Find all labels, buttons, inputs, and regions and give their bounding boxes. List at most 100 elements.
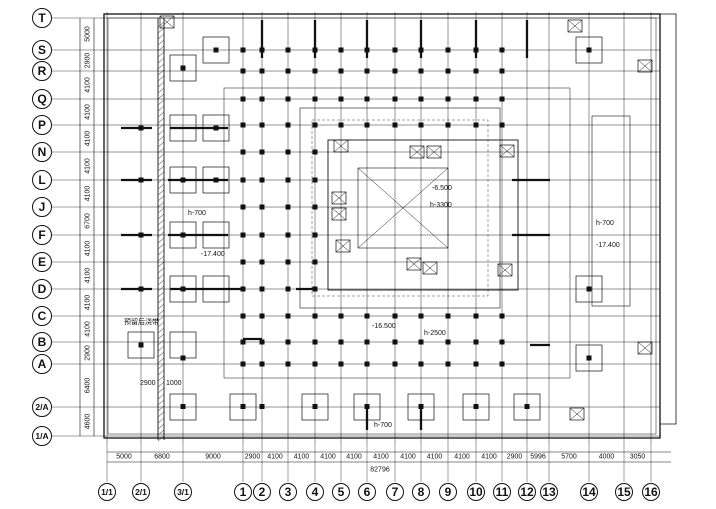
footing-14 xyxy=(301,393,329,421)
column-25 xyxy=(312,96,318,102)
row-spacing-5: 4100 xyxy=(85,158,92,174)
core-opening-x-6-b xyxy=(406,257,422,271)
column-115 xyxy=(586,355,592,361)
column-53 xyxy=(259,204,265,210)
row-label-9: E xyxy=(38,255,46,269)
strip-hatch-60 xyxy=(157,381,165,388)
col-spacing-9: 4100 xyxy=(400,454,416,461)
strip-hatch-12 xyxy=(157,93,165,100)
column-98 xyxy=(445,361,451,367)
row-label-12: B xyxy=(38,335,47,349)
column-95 xyxy=(364,361,370,367)
strip-hatch-41 xyxy=(157,267,165,274)
column-99 xyxy=(473,361,479,367)
strip-hatch-31 xyxy=(157,207,165,214)
col-spacing-8: 4100 xyxy=(373,454,389,461)
column-120 xyxy=(312,404,318,409)
column-32 xyxy=(499,96,505,102)
column-56 xyxy=(240,232,246,238)
strip-hatch-43 xyxy=(157,279,165,286)
strip-hatch-15 xyxy=(157,111,165,118)
row-label-1: S xyxy=(38,43,46,57)
row-label-15: 1/A xyxy=(35,431,48,441)
col-label-8: 6 xyxy=(364,485,371,499)
strip-hatch-19 xyxy=(157,135,165,142)
row-bubble-0 xyxy=(32,8,52,28)
core-pit-wall xyxy=(327,139,519,291)
column-27 xyxy=(364,96,370,102)
strip-hatch-33 xyxy=(157,219,165,226)
column-88 xyxy=(473,339,479,345)
strip-hatch-36 xyxy=(157,237,165,244)
col-bubble-14 xyxy=(518,483,536,501)
strip-hatch-55 xyxy=(157,351,165,358)
footing-21 xyxy=(575,344,603,372)
column-69 xyxy=(259,313,265,319)
col-label-18: 16 xyxy=(644,485,658,499)
column-80 xyxy=(259,339,265,345)
row-label-11: C xyxy=(38,309,47,323)
col-bubble-0 xyxy=(98,483,116,501)
core-opening-3 xyxy=(499,144,515,158)
annotation-h3300: h-3300 xyxy=(430,202,452,209)
col-bubble-4 xyxy=(253,483,271,501)
col-bubble-11 xyxy=(439,483,457,501)
strip-hatch-56 xyxy=(157,357,165,364)
axis-gridlines xyxy=(100,12,660,442)
column-72 xyxy=(338,313,344,319)
col-bubble-5 xyxy=(279,483,297,501)
column-48 xyxy=(240,177,246,183)
core-opening-x-0-b xyxy=(333,139,349,153)
strip-hatch-69 xyxy=(157,435,165,442)
col-label-16: 14 xyxy=(582,485,596,499)
strip-hatch-3 xyxy=(157,39,165,46)
annotation-h700-left: h-700 xyxy=(188,210,206,217)
col-spacing-15: 5700 xyxy=(561,454,577,461)
column-77 xyxy=(473,313,479,319)
corner-opening-x-1-b xyxy=(567,19,583,33)
strip-hatch-39 xyxy=(157,255,165,262)
column-30 xyxy=(445,96,451,102)
column-34 xyxy=(259,122,265,128)
column-113 xyxy=(586,286,592,292)
annotation-elev-core: -6.500 xyxy=(432,185,452,192)
core-opening-x-4-b xyxy=(331,191,347,205)
strip-hatch-62 xyxy=(157,393,165,400)
column-42 xyxy=(473,122,479,128)
row-bubble-12 xyxy=(32,332,52,352)
column-39 xyxy=(392,122,398,128)
column-75 xyxy=(418,313,424,319)
row-spacing-12: 2900 xyxy=(85,345,92,361)
column-51 xyxy=(312,177,318,183)
column-29 xyxy=(418,96,424,102)
column-54 xyxy=(285,204,291,210)
column-50 xyxy=(285,177,291,183)
col-bubble-18 xyxy=(642,483,660,501)
outer-wall xyxy=(103,13,661,439)
col-label-15: 13 xyxy=(542,485,556,499)
row-bubble-10 xyxy=(32,279,52,299)
column-11 xyxy=(240,68,246,74)
footing-17 xyxy=(462,393,490,421)
core-opening-8 xyxy=(497,263,513,277)
column-13 xyxy=(285,68,291,74)
column-36 xyxy=(312,122,318,128)
columns xyxy=(138,47,592,409)
column-100 xyxy=(499,361,505,367)
corner-opening-1 xyxy=(567,19,583,33)
core-opening-4 xyxy=(331,191,347,205)
corner-opening-x-4-b xyxy=(569,407,585,421)
strip-hatch-38 xyxy=(157,249,165,256)
core-opening-x-7-b xyxy=(422,261,438,275)
column-26 xyxy=(338,96,344,102)
strip-hatch-21 xyxy=(157,147,165,154)
column-118 xyxy=(240,404,246,409)
annotation-elev-center: -16.500 xyxy=(372,323,396,330)
corner-opening-0 xyxy=(159,15,175,29)
core-outer-ring xyxy=(299,107,501,309)
strip-hatch-51 xyxy=(157,327,165,334)
column-41 xyxy=(445,122,451,128)
footing-1 xyxy=(202,36,230,64)
column-84 xyxy=(364,339,370,345)
